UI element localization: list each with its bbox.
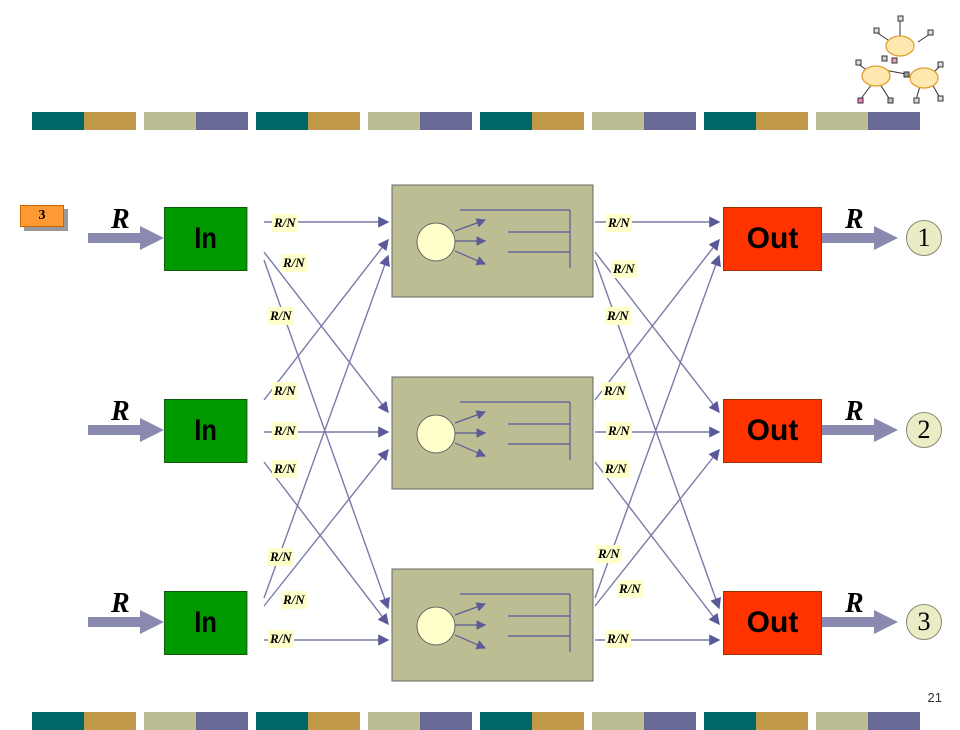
output-port-3: Out xyxy=(723,591,822,655)
input-arrow-3 xyxy=(88,610,164,634)
link-rate-label: R/N xyxy=(281,254,307,272)
link-mid1-out2 xyxy=(594,251,720,414)
input-arrow-1 xyxy=(88,226,164,250)
link-in3-mid2 xyxy=(263,448,389,607)
slide-badge: 3 xyxy=(20,205,64,227)
output-number-3: 3 xyxy=(906,604,942,640)
switch-internals-2 xyxy=(454,401,571,460)
network-logo-icon xyxy=(855,15,944,104)
link-rate-label: R/N xyxy=(272,422,298,440)
input-port-1: In xyxy=(164,207,248,271)
link-rate-label: R/N xyxy=(606,422,632,440)
input-rate-2: R xyxy=(111,396,130,427)
link-mid2-out3 xyxy=(594,461,720,626)
output-rate-2: R xyxy=(845,396,864,427)
top-color-stripe xyxy=(32,112,920,130)
link-mid2-out1 xyxy=(594,238,720,401)
link-in2-mid1 xyxy=(263,238,389,401)
output-arrow-3 xyxy=(822,610,898,634)
link-rate-label: R/N xyxy=(272,382,298,400)
input-rate-3: R xyxy=(111,588,130,619)
link-mid3-out2 xyxy=(594,448,720,607)
link-in3-mid1 xyxy=(263,254,390,599)
link-rate-label: R/N xyxy=(617,580,643,598)
switch-memory-1 xyxy=(416,222,456,262)
switch-memory-3 xyxy=(416,606,456,646)
output-port-1: Out xyxy=(723,207,822,271)
switch-internals-3 xyxy=(454,593,571,652)
link-rate-label: R/N xyxy=(281,591,307,609)
link-rate-label: R/N xyxy=(268,548,294,566)
link-rate-label: R/N xyxy=(606,214,632,232)
link-rate-label: R/N xyxy=(596,545,622,563)
link-rate-label: R/N xyxy=(611,260,637,278)
output-rate-1: R xyxy=(845,204,864,235)
link-rate-label: R/N xyxy=(605,307,631,325)
output-arrow-2 xyxy=(822,418,898,442)
link-in1-mid2 xyxy=(263,251,389,414)
link-in2-mid3 xyxy=(263,461,389,626)
link-rate-label: R/N xyxy=(268,307,294,325)
link-rate-label: R/N xyxy=(602,382,628,400)
output-arrow-1 xyxy=(822,226,898,250)
output-number-1: 1 xyxy=(906,220,942,256)
output-rate-3: R xyxy=(845,588,864,619)
input-port-2: In xyxy=(164,399,248,463)
link-rate-label: R/N xyxy=(603,460,629,478)
switch-internals-1 xyxy=(454,209,571,268)
link-rate-label: R/N xyxy=(605,630,631,648)
input-rate-1: R xyxy=(111,204,130,235)
link-rate-label: R/N xyxy=(272,214,298,232)
link-rate-label: R/N xyxy=(268,630,294,648)
input-port-3: In xyxy=(164,591,248,655)
link-mid3-out1 xyxy=(594,254,721,599)
link-rate-label: R/N xyxy=(272,460,298,478)
output-port-2: Out xyxy=(723,399,822,463)
switch-memory-2 xyxy=(416,414,456,454)
output-number-2: 2 xyxy=(906,412,942,448)
page-number: 21 xyxy=(927,690,942,705)
input-arrow-2 xyxy=(88,418,164,442)
